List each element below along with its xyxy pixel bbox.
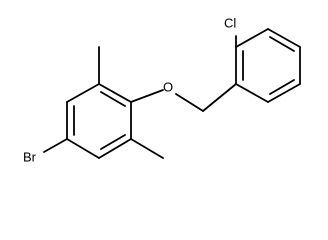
ring-a-bromodimethylphenyl [66,83,132,159]
bromine-atom-label: Br [23,149,37,164]
bond-ring-b-5 [267,83,301,103]
bond-ring-a-3 [98,138,132,159]
methyl-bond-bottom [130,138,164,159]
chlorine-atom-label: Cl [224,15,236,30]
aryl-oxygen-bond [130,89,164,103]
double-bond-ring-b-inner-2 [269,36,295,52]
bond-ring-b-2 [235,28,269,48]
chemical-structure-diagram: Br O Cl [23,15,301,164]
ring-b-chlorophenyl [235,28,301,103]
double-bond-ring-b-inner-3 [269,79,295,95]
bond-ring-a-6 [66,83,100,103]
bond-ring-b-6 [235,83,269,103]
oxygen-methylene-bond [175,93,204,112]
methylene-aryl-bond [202,83,237,112]
double-bond-ring-a-inner-2 [100,134,126,150]
bond-ring-b-3 [267,28,301,48]
oxygen-atom-label: O [163,79,173,94]
bromine-bond [43,138,68,153]
bond-ring-a-4 [66,138,100,159]
bond-ring-a-1 [98,83,132,103]
double-bond-ring-a-inner-1 [100,91,126,107]
